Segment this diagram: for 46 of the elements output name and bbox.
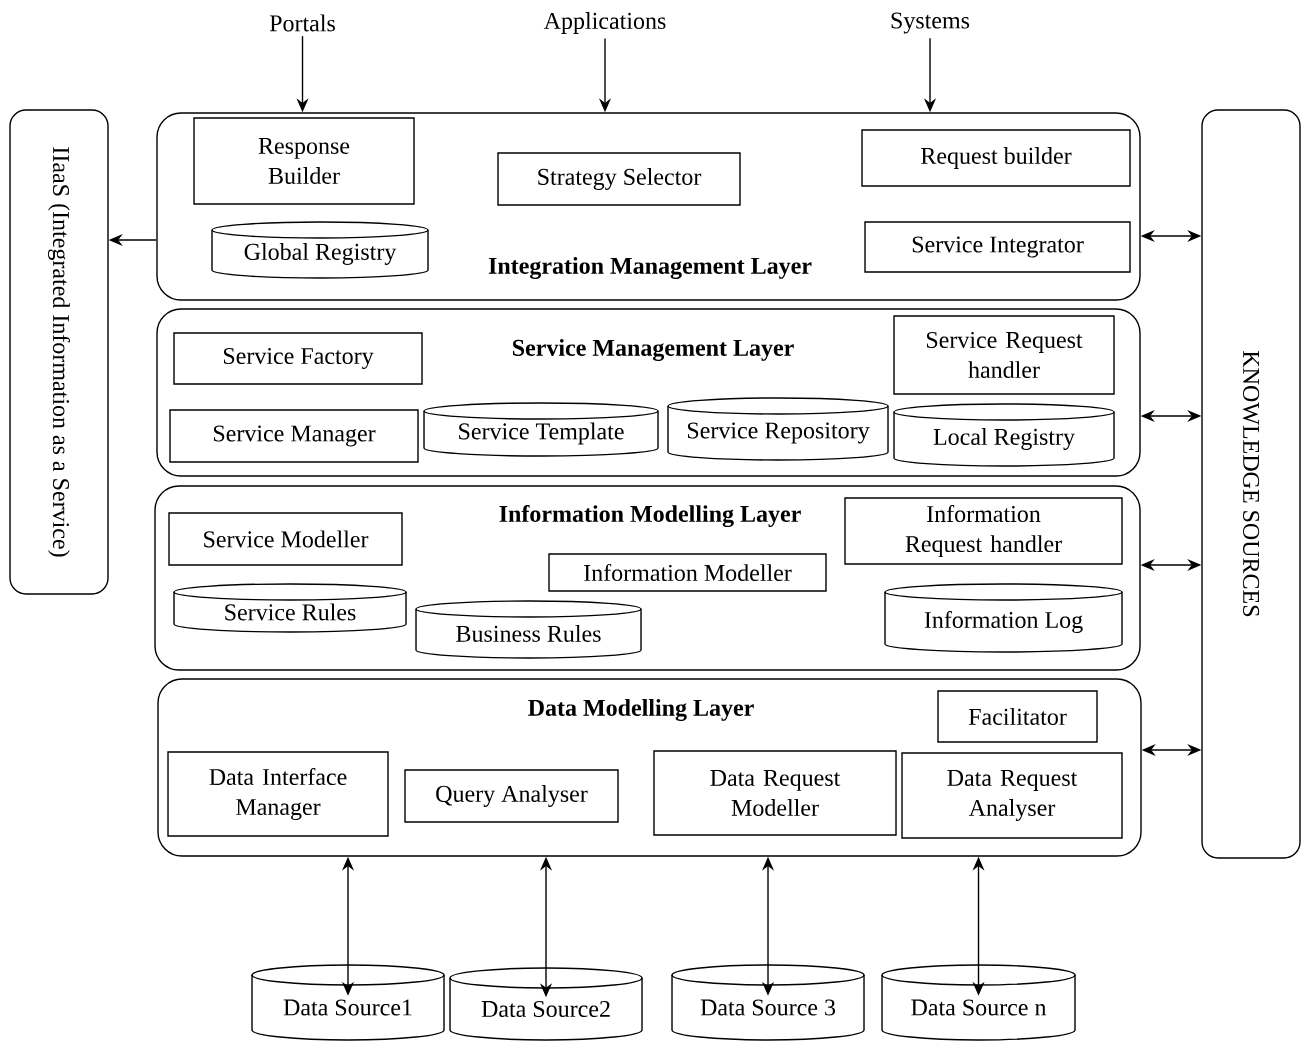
side-panel: KNOWLEDGE SOURCES (1201, 109, 1301, 859)
layer-title: Information Modelling Layer (499, 504, 801, 528)
node-label: Local Registry (933, 428, 1075, 450)
node-label: Data Source2 (481, 1000, 610, 1018)
process-box: Information Modeller (548, 553, 827, 592)
layer-title: Data Modelling Layer (528, 699, 754, 721)
process-box: Strategy Selector (497, 152, 741, 206)
database-cylinder: Data Source n (881, 964, 1076, 1041)
node-label: Information Log (924, 610, 1083, 634)
node-label: Data Source1 (283, 999, 412, 1016)
process-box: Facilitator (937, 690, 1098, 743)
process-box: Data Request Modeller (653, 750, 897, 836)
side-panel: IIaaS (Integrated Information as a Service) (9, 109, 109, 595)
database-cylinder: Service Repository (667, 397, 889, 461)
process-box: Data Interface Manager (167, 751, 389, 837)
database-cylinder: Data Source 3 (671, 964, 865, 1041)
node-label: Business Rules (456, 625, 601, 642)
process-box: Service Manager (169, 409, 419, 463)
database-cylinder: Data Source2 (449, 967, 643, 1041)
process-box: Query Analyser (404, 769, 619, 823)
database-cylinder: Service Rules (173, 583, 407, 633)
process-box: Service Modeller (168, 512, 403, 566)
process-box: Service Factory (173, 332, 423, 385)
layer-title: Integration Management Layer (488, 257, 812, 279)
input-label: Portals (269, 14, 335, 32)
input-label: Applications (543, 12, 666, 34)
layer-title: Service Management Layer (513, 339, 794, 361)
database-cylinder: Local Registry (893, 403, 1115, 467)
node-label: Service Rules (225, 603, 356, 621)
database-cylinder: Business Rules (415, 600, 642, 659)
node-label: Data Source 3 (700, 999, 836, 1016)
database-cylinder: Information Log (884, 583, 1123, 653)
node-label: Global Registry (244, 243, 397, 265)
process-box: Service Request handler (893, 315, 1115, 395)
process-box: Information Request handler (844, 497, 1123, 565)
process-box: Data Request Analyser (901, 752, 1123, 839)
database-cylinder: Service Template (423, 402, 659, 457)
node-label: Service Template (459, 422, 624, 445)
process-box: Service Integrator (864, 221, 1131, 273)
node-label: Data Source n (911, 999, 1047, 1016)
process-box: Response Builder (193, 117, 415, 205)
process-box: Request builder (861, 129, 1131, 187)
node-label: Service Repository (687, 422, 870, 444)
database-cylinder: Global Registry (211, 221, 429, 279)
database-cylinder: Data Source1 (251, 964, 445, 1041)
input-label: Systems (891, 12, 970, 34)
